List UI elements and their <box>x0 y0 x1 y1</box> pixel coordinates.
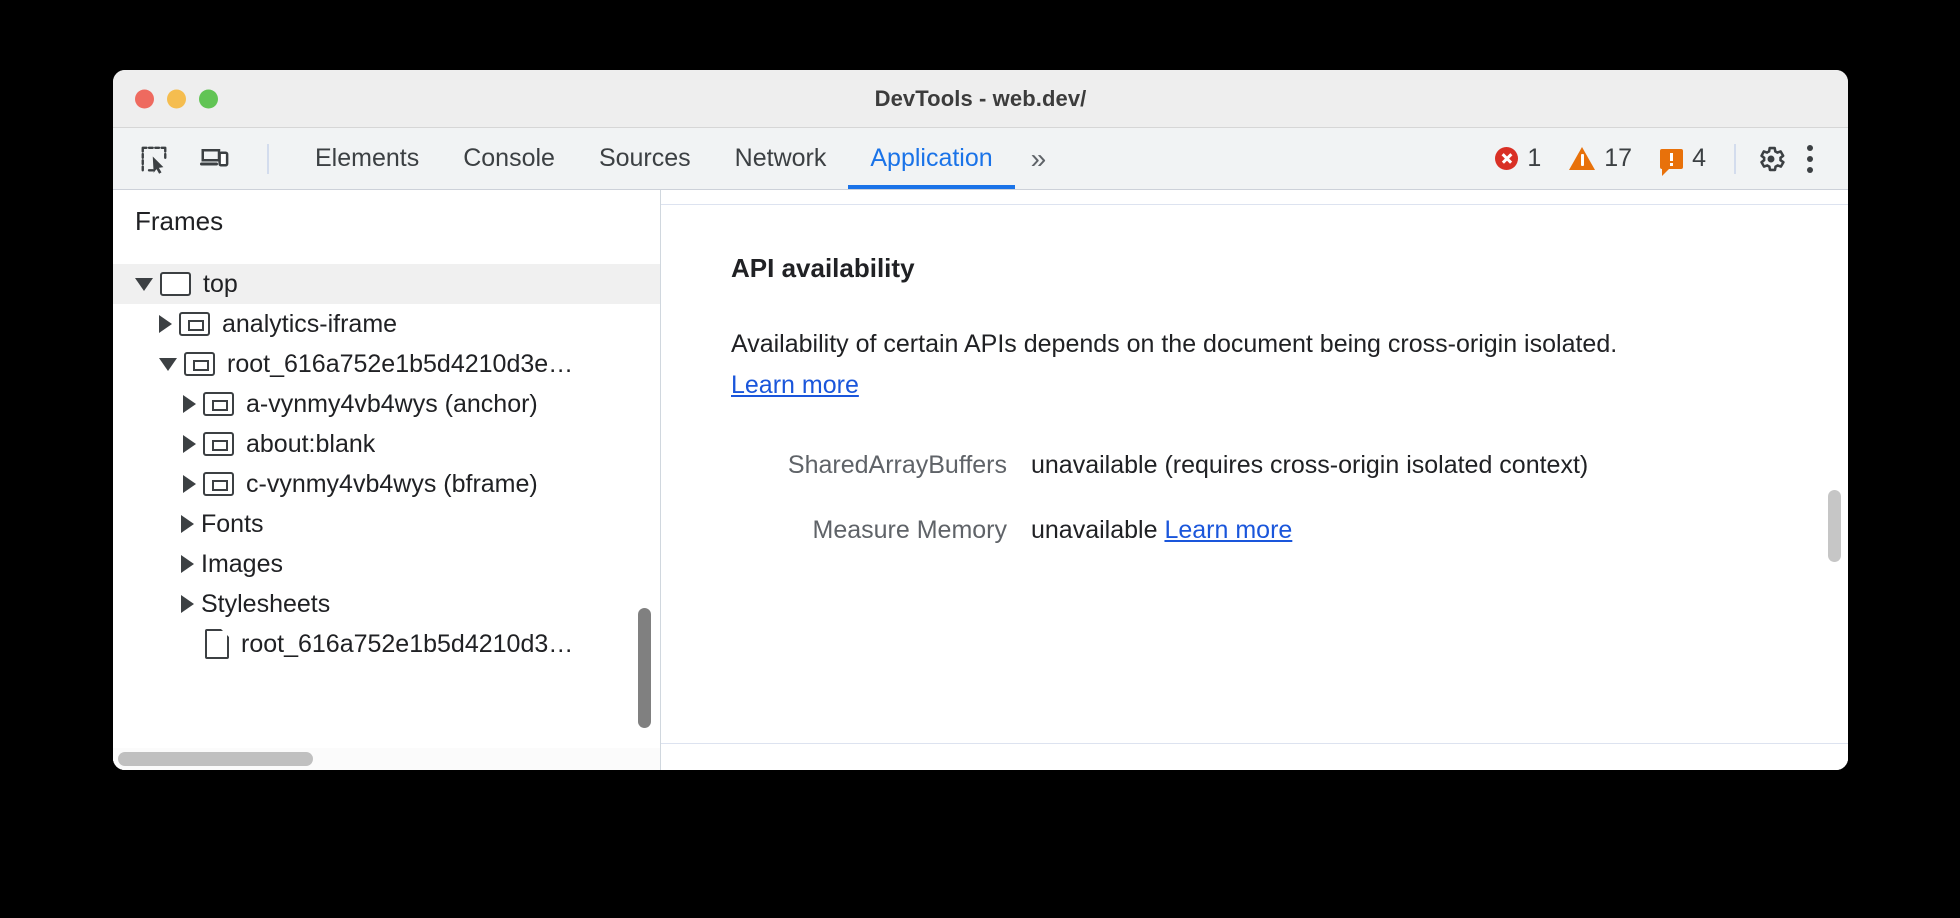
close-button[interactable] <box>135 89 154 108</box>
tree-item-about-blank[interactable]: about:blank <box>113 424 660 464</box>
tree-item-images[interactable]: Images <box>113 544 660 584</box>
minimize-button[interactable] <box>167 89 186 108</box>
tree-item-label: about:blank <box>246 429 376 458</box>
issue-icon <box>1660 148 1684 176</box>
warning-count: 17 <box>1604 144 1633 172</box>
document-icon <box>205 628 230 659</box>
chevron-right-icon[interactable] <box>159 315 172 333</box>
tree-item-analytics-iframe[interactable]: analytics-iframe <box>113 304 660 344</box>
toolbar-right-icons: 1 17 4 <box>1481 128 1848 189</box>
devtools-toolbar: Elements Console Sources Network Applica… <box>113 128 1848 190</box>
frame-icon <box>179 312 210 336</box>
panel-bottom-divider <box>661 743 1848 744</box>
inspect-element-icon[interactable] <box>133 138 175 180</box>
warning-icon <box>1569 147 1596 170</box>
frames-tree: top analytics-iframe root_616a752e1b5d42… <box>113 264 660 748</box>
tree-item-label: root_616a752e1b5d4210d3… <box>241 629 574 658</box>
tree-item-fonts[interactable]: Fonts <box>113 504 660 544</box>
tree-item-root-stylesheet[interactable]: root_616a752e1b5d4210d3… <box>113 624 660 664</box>
row-value: unavailable (requires cross-origin isola… <box>1031 445 1588 486</box>
tree-item-label: Images <box>201 549 283 578</box>
devtools-window: DevTools - web.dev/ Elements Consol <box>113 70 1848 770</box>
chevron-down-icon[interactable] <box>135 277 153 291</box>
description-text: Availability of certain APIs depends on … <box>731 330 1618 358</box>
row-measure-memory: Measure Memory unavailable Learn more <box>731 510 1778 551</box>
error-counter[interactable]: 1 <box>1481 144 1555 173</box>
chevron-right-icon[interactable] <box>183 475 196 493</box>
description-learn-more-link[interactable]: Learn more <box>731 370 859 399</box>
row-status: unavailable <box>1031 451 1158 479</box>
panel-vertical-scrollbar[interactable] <box>1828 490 1841 562</box>
security-details-panel: API availability Availability of certain… <box>661 190 1848 770</box>
tree-item-label: c-vynmy4vb4wys (bframe) <box>246 469 538 498</box>
error-count: 1 <box>1527 144 1542 172</box>
issues-counter[interactable]: 4 <box>1646 144 1720 176</box>
row-shared-array-buffers: SharedArrayBuffers unavailable (requires… <box>731 445 1778 486</box>
frame-icon <box>203 392 234 416</box>
toolbar-right-divider <box>1734 143 1736 174</box>
api-availability-heading: API availability <box>731 253 915 283</box>
chevron-right-icon[interactable] <box>183 395 196 413</box>
frame-icon <box>203 472 234 496</box>
sidebar-horizontal-scrollbar[interactable] <box>118 752 313 766</box>
chevron-right-icon[interactable] <box>181 555 194 573</box>
window-title: DevTools - web.dev/ <box>874 85 1087 111</box>
chevron-right-icon[interactable] <box>181 595 194 613</box>
sidebar-horizontal-scrollbar-track <box>113 748 660 770</box>
frame-icon <box>184 352 215 376</box>
tree-item-label: root_616a752e1b5d4210d3e… <box>227 349 574 378</box>
issue-count: 4 <box>1692 144 1706 172</box>
panel-top-divider <box>661 204 1848 205</box>
tree-item-label: Fonts <box>201 509 264 538</box>
kebab-menu-icon[interactable] <box>1792 138 1828 180</box>
panel-content: API availability Availability of certain… <box>661 205 1848 743</box>
chevron-right-icon[interactable] <box>183 435 196 453</box>
panel-tabs: Elements Console Sources Network Applica… <box>293 128 1062 189</box>
error-icon <box>1495 147 1519 170</box>
traffic-lights <box>135 89 218 108</box>
gear-icon[interactable] <box>1750 138 1792 180</box>
devtools-body: Frames top analytics-iframe root_616a752… <box>113 190 1848 770</box>
row-key: Measure Memory <box>812 515 1008 544</box>
chevron-down-icon[interactable] <box>159 357 177 371</box>
sidebar-vertical-scrollbar[interactable] <box>638 608 651 728</box>
window-titlebar: DevTools - web.dev/ <box>113 70 1848 128</box>
tree-item-stylesheets[interactable]: Stylesheets <box>113 584 660 624</box>
tree-item-a-vynmy4vb4wys[interactable]: a-vynmy4vb4wys (anchor) <box>113 384 660 424</box>
window-icon <box>160 272 191 296</box>
tab-application[interactable]: Application <box>848 128 1015 189</box>
tree-item-label: a-vynmy4vb4wys (anchor) <box>246 389 538 418</box>
warning-counter[interactable]: 17 <box>1555 144 1646 173</box>
toolbar-divider <box>267 143 269 174</box>
tree-item-root-frame[interactable]: root_616a752e1b5d4210d3e… <box>113 344 660 384</box>
tree-item-label: analytics-iframe <box>222 309 398 338</box>
chevron-right-icon[interactable] <box>181 515 194 533</box>
tree-item-label: top <box>203 269 238 298</box>
maximize-button[interactable] <box>199 89 218 108</box>
tree-item-top[interactable]: top <box>113 264 660 304</box>
row-value: unavailable Learn more <box>1031 510 1292 551</box>
row-key: SharedArrayBuffers <box>787 451 1007 479</box>
device-toolbar-icon[interactable] <box>193 138 235 180</box>
tab-elements[interactable]: Elements <box>315 144 420 172</box>
row-learn-more-link[interactable]: Learn more <box>1164 515 1293 544</box>
toolbar-left-icons <box>113 128 283 189</box>
row-status: unavailable <box>1031 515 1158 544</box>
sidebar-title: Frames <box>113 190 660 251</box>
tree-item-label: Stylesheets <box>201 589 331 618</box>
api-availability-description: Availability of certain APIs depends on … <box>731 324 1621 405</box>
tab-sources[interactable]: Sources <box>598 144 691 172</box>
more-tabs-chevron-icon[interactable]: » <box>1030 142 1047 174</box>
tree-item-c-vynmy4vb4wys[interactable]: c-vynmy4vb4wys (bframe) <box>113 464 660 504</box>
row-note: (requires cross-origin isolated context) <box>1164 451 1589 479</box>
frame-icon <box>203 432 234 456</box>
tab-console[interactable]: Console <box>463 144 555 172</box>
frames-sidebar: Frames top analytics-iframe root_616a752… <box>113 190 661 770</box>
tab-network[interactable]: Network <box>734 144 827 172</box>
